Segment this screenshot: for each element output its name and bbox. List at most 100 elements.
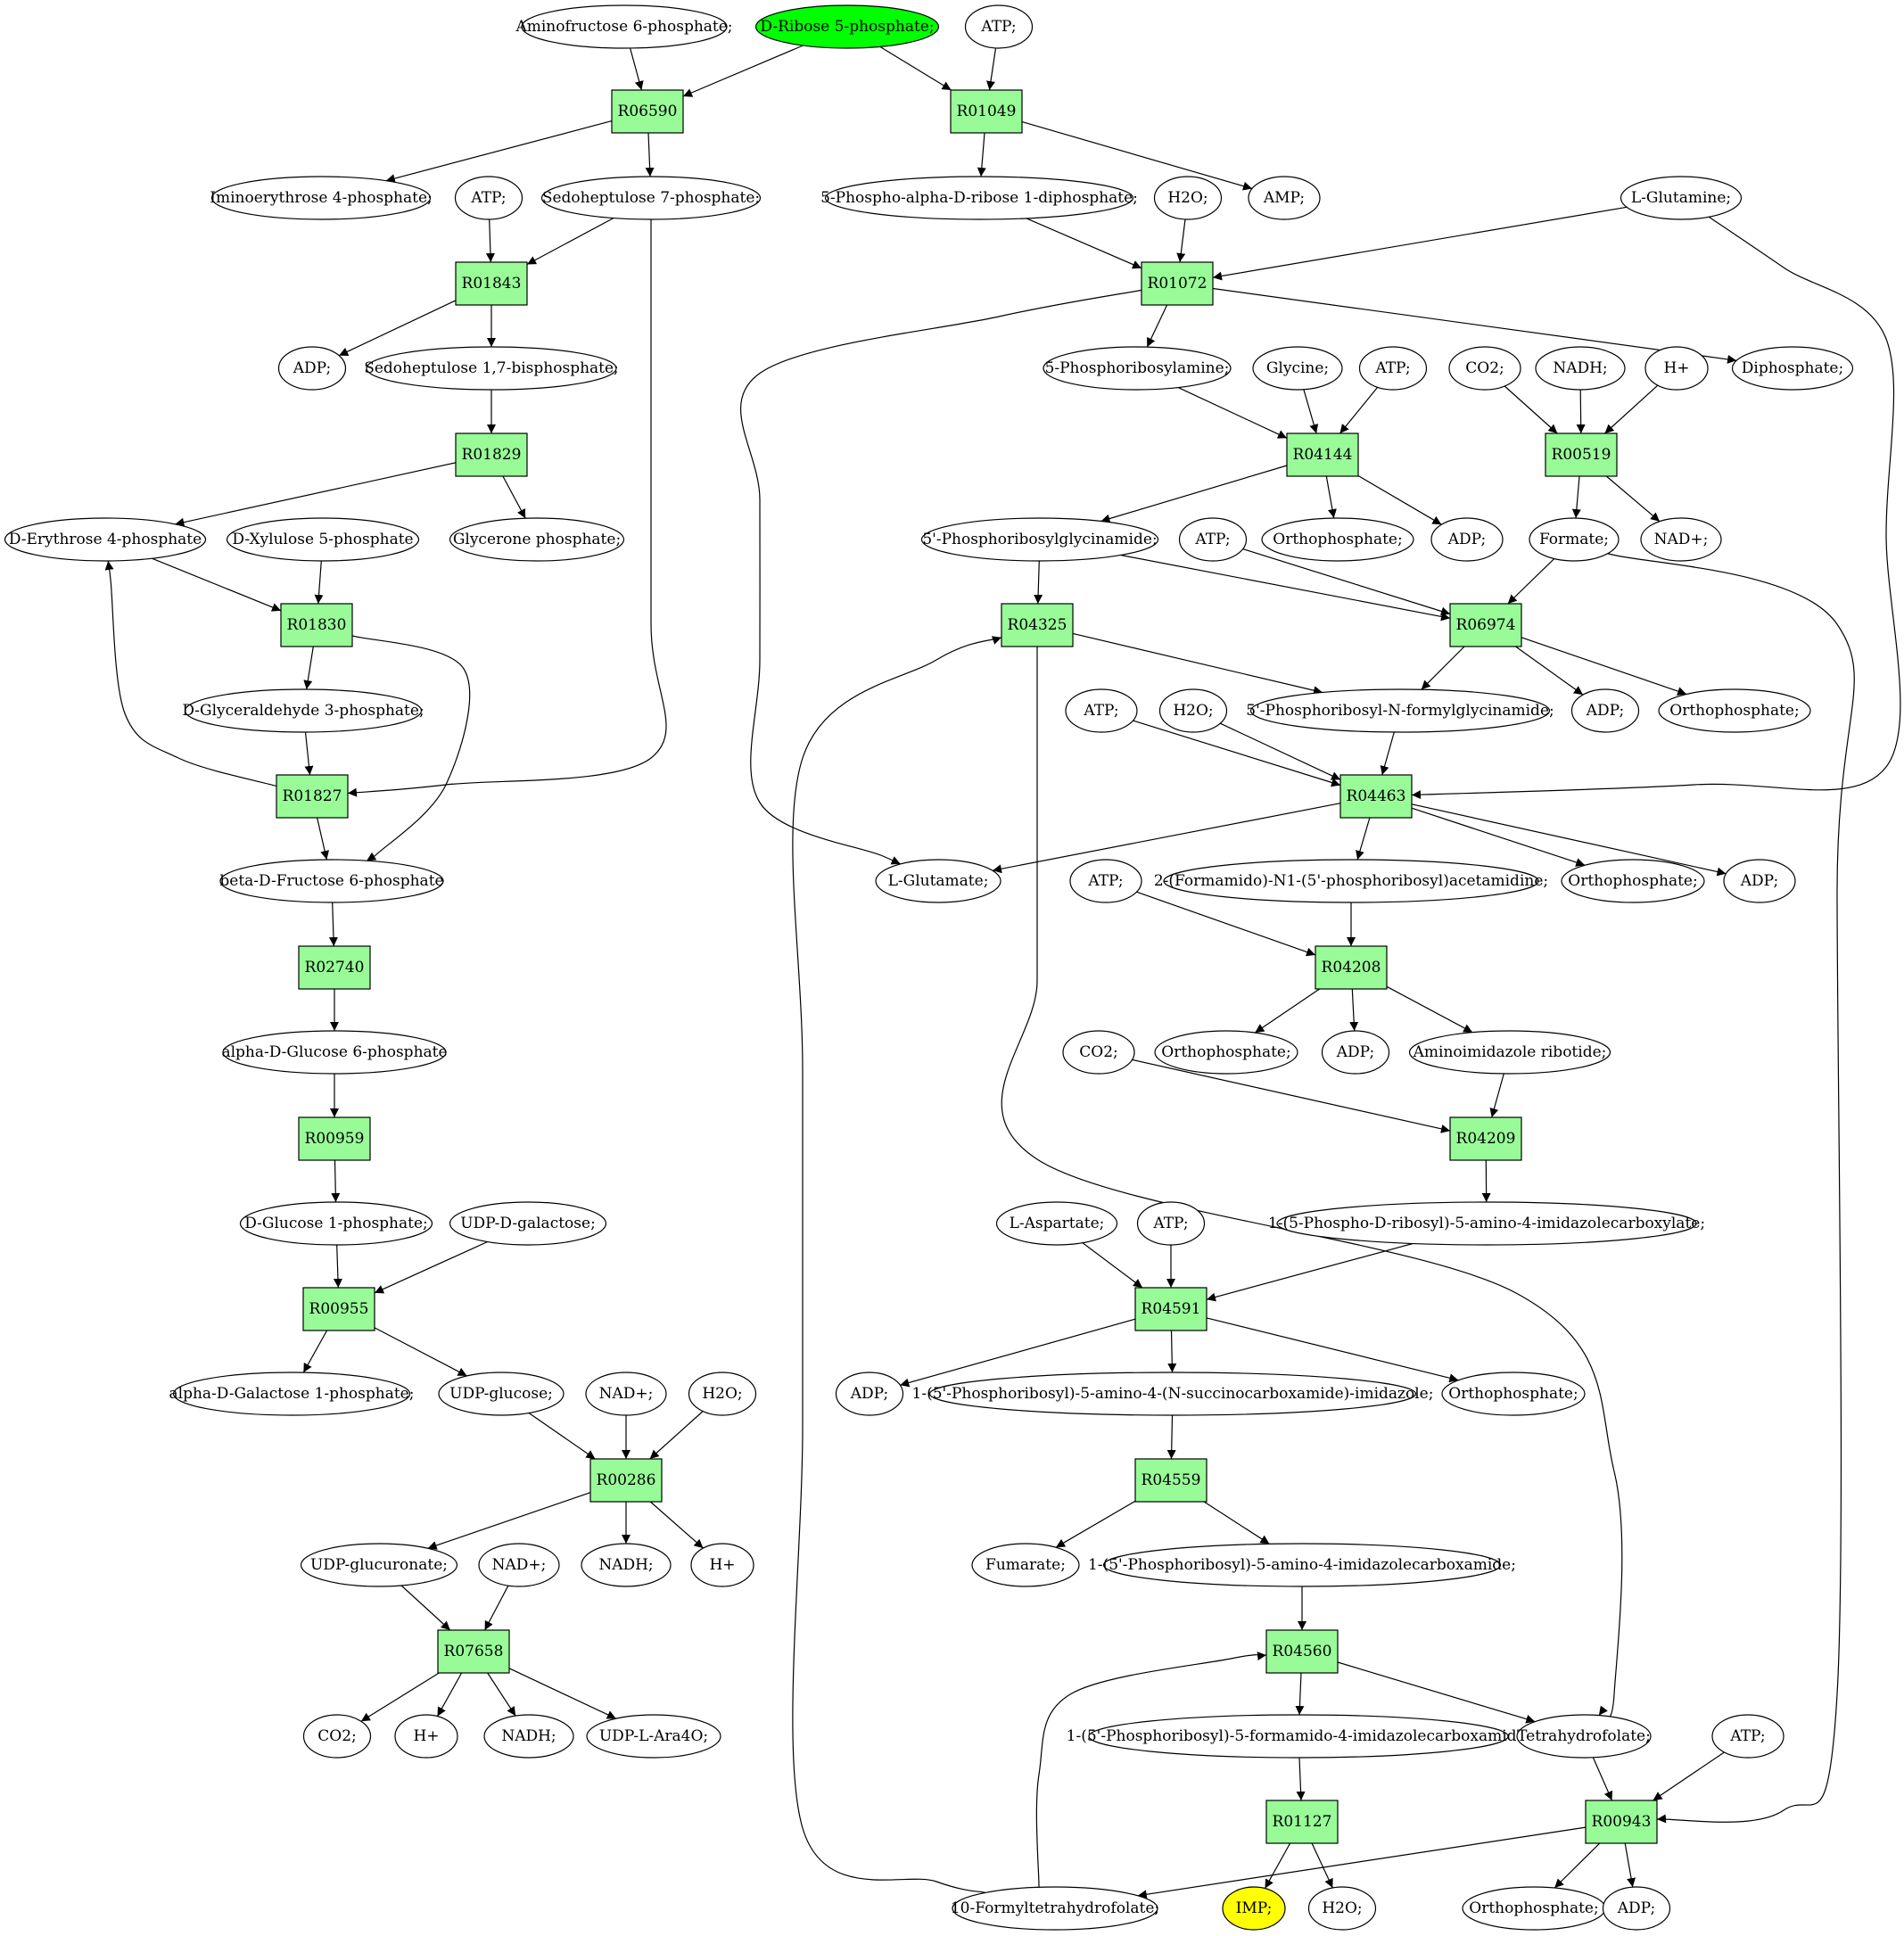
edge-m37-to-R04208 — [1136, 891, 1316, 957]
edge-R04560-to-m69 — [1337, 1661, 1536, 1724]
metabolite-label: UDP-glucose; — [449, 1385, 553, 1403]
metabolite-node: beta-D-Fructose 6-phosphate — [219, 859, 444, 903]
edge-m6-to-R01827 — [347, 219, 667, 797]
metabolite-shape — [1408, 1030, 1611, 1075]
reaction-label: R04209 — [1456, 1130, 1516, 1148]
metabolite-label: ATP; — [1087, 872, 1123, 890]
edge-R06590-to-m4 — [385, 120, 613, 183]
metabolite-shape — [952, 1886, 1158, 1931]
reaction-node: R04144 — [1286, 433, 1359, 477]
metabolite-node: L-Aspartate; — [995, 1201, 1118, 1246]
edge-m69-to-R00943 — [1592, 1757, 1613, 1801]
metabolite-node: Orthophosphate; — [1561, 859, 1705, 903]
metabolite-label: UDP-D-galactose; — [460, 1215, 596, 1232]
reaction-shape — [1585, 1800, 1658, 1844]
edge-R07658-to-m65 — [436, 1672, 463, 1717]
edge-R04144-to-m25 — [1325, 475, 1337, 519]
metabolite-node: D-Xylulose 5-phosphate — [226, 517, 420, 562]
metabolite-shape — [1430, 517, 1504, 562]
reaction-shape — [455, 433, 528, 477]
edge-R06974-to-m32 — [1421, 646, 1465, 690]
edge-m50-to-R04591 — [1206, 1242, 1414, 1302]
edge-m23-to-R06974 — [1120, 554, 1451, 622]
metabolite-node: AMP; — [1248, 176, 1321, 220]
metabolite-shape — [1723, 859, 1796, 903]
reaction-label: R00955 — [309, 1300, 369, 1318]
metabolite-label: Sedoheptulose 1,7-bisphosphate; — [364, 359, 619, 377]
metabolite-node: D-Glyceraldehyde 3-phosphate; — [182, 688, 424, 733]
metabolite-label: NADH; — [501, 1727, 556, 1745]
metabolite-label: 1-(5'-Phosphoribosyl)-5-amino-4-(N-succi… — [912, 1385, 1434, 1403]
edge-m71-to-R04325 — [792, 636, 1002, 1893]
metabolite-shape — [394, 1714, 458, 1759]
metabolite-shape — [1529, 517, 1620, 562]
metabolite-node: Orthophosphate; — [1441, 1372, 1586, 1416]
metabolite-shape — [688, 1372, 757, 1416]
edge-R06974-to-m33 — [1515, 646, 1584, 696]
metabolite-shape — [1358, 346, 1428, 391]
reaction-node: R04209 — [1449, 1116, 1522, 1161]
reaction-shape — [1265, 1629, 1339, 1674]
metabolite-shape — [1043, 346, 1232, 391]
edge-m16-to-R00519 — [1504, 385, 1558, 434]
metabolite-label: 5-Phospho-alpha-D-ribose 1-diphosphate; — [820, 189, 1138, 207]
metabolite-node: ADP; — [1723, 859, 1796, 903]
edge-R00286-to-m58 — [427, 1492, 591, 1550]
metabolite-node: ADP; — [835, 1372, 904, 1416]
edge-R01049-to-m7 — [977, 132, 986, 177]
metabolite-node: CO2; — [1448, 346, 1521, 391]
reaction-shape — [302, 1287, 375, 1331]
edge-m20-to-R01830 — [152, 557, 282, 612]
metabolite-node: CO2; — [302, 1714, 372, 1759]
metabolite-shape — [964, 4, 1034, 49]
edge-R04463-to-m39 — [1411, 807, 1586, 867]
reaction-node: R01830 — [280, 603, 353, 647]
reaction-label: R01830 — [287, 616, 347, 634]
edge-m68-to-R01127 — [1296, 1757, 1306, 1801]
metabolite-node: L-Glutamate; — [875, 859, 1001, 903]
edge-m21-to-R01830 — [314, 560, 324, 605]
reaction-shape — [1134, 1287, 1208, 1331]
metabolite-label: D-Glyceraldehyde 3-phosphate; — [182, 702, 424, 720]
metabolite-shape — [1658, 688, 1811, 733]
metabolite-shape — [1711, 1714, 1784, 1759]
edge-R01127-to-m73 — [1311, 1842, 1333, 1889]
reaction-node: R00955 — [302, 1287, 375, 1331]
metabolite-shape — [277, 346, 347, 391]
metabolite-label: H+ — [413, 1727, 439, 1745]
metabolite-shape — [1163, 859, 1539, 903]
metabolite-node: NADH; — [483, 1714, 574, 1759]
edge-R00286-to-m61 — [649, 1501, 704, 1549]
reaction-node: R04559 — [1134, 1458, 1208, 1503]
metabolite-label: NAD+; — [599, 1385, 654, 1403]
metabolite-label: ATP; — [1194, 531, 1230, 548]
metabolite-label: ADP; — [1336, 1043, 1374, 1061]
edge-R04325-to-m69 — [1001, 647, 1623, 1719]
edge-R04591-to-m56 — [1167, 1330, 1177, 1373]
edge-R06974-to-m34 — [1521, 637, 1687, 696]
reaction-node: R04463 — [1339, 774, 1413, 819]
edge-m71-to-R04560 — [1035, 1652, 1267, 1896]
metabolite-shape — [995, 1201, 1118, 1246]
metabolite-node: Orthophosphate; — [1261, 517, 1414, 562]
metabolite-label: Diphosphate; — [1742, 359, 1843, 377]
metabolite-label: ADP; — [1447, 531, 1486, 548]
metabolite-shape — [586, 1714, 721, 1759]
reaction-node: R01049 — [950, 89, 1023, 134]
reaction-label: R00519 — [1552, 446, 1611, 464]
edge-R01830-to-m29 — [303, 646, 314, 690]
reaction-label: R00286 — [597, 1471, 656, 1489]
metabolite-label: alpha-D-Galactose 1-phosphate; — [169, 1385, 415, 1403]
reaction-shape — [1286, 433, 1359, 477]
reaction-label: R04208 — [1322, 959, 1381, 976]
edge-m1-to-R06590 — [630, 47, 644, 91]
metabolite-node: CO2; — [1062, 1030, 1135, 1075]
edge-R04463-to-m40 — [1411, 803, 1727, 877]
edge-R04208-to-m44 — [1349, 988, 1359, 1032]
reaction-label: R07658 — [444, 1643, 504, 1660]
reaction-node: R00943 — [1585, 1800, 1658, 1844]
edge-m8-to-R01072 — [1176, 218, 1186, 263]
edge-m13-to-R04144 — [1177, 387, 1288, 439]
metabolite-node: Orthophosphate; — [1462, 1886, 1606, 1931]
edge-m35-to-R02740 — [328, 902, 338, 947]
